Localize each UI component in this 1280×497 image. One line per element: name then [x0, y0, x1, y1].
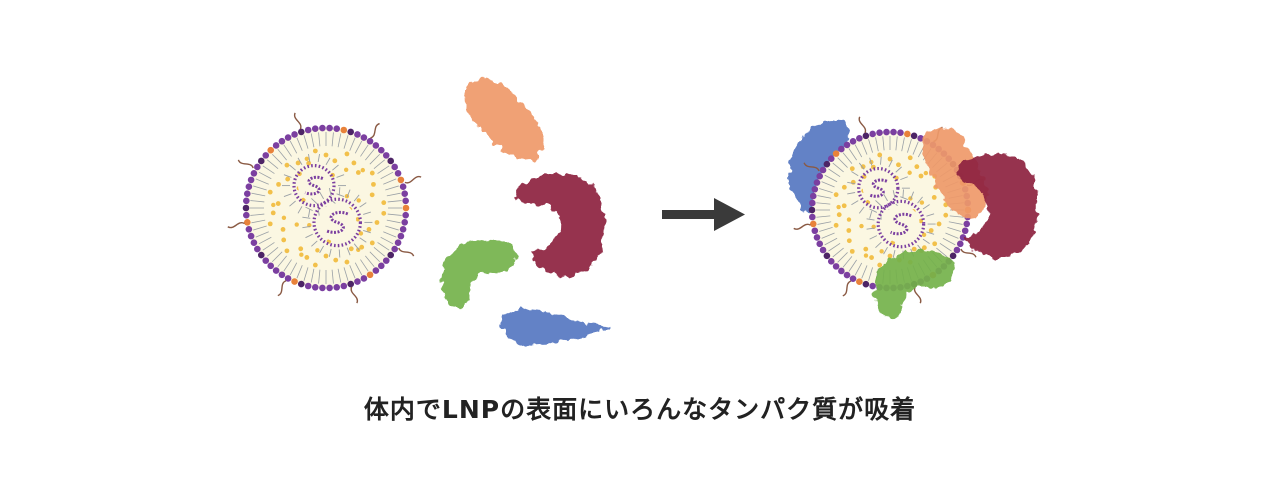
peg-chain: [350, 286, 359, 304]
inner-vesicle-icon: [882, 205, 920, 243]
peg-chain: [227, 222, 245, 229]
blue-protein-adsorbed-icon: [789, 119, 849, 214]
peg-chain: [404, 175, 422, 184]
peg-chain: [398, 247, 415, 257]
orange-protein-icon: [464, 79, 545, 161]
peg-chain: [293, 112, 302, 130]
blue-protein-icon: [499, 309, 610, 346]
lnp-particle-icon: [227, 112, 422, 304]
peg-chain: [913, 286, 922, 304]
inner-vesicle-icon: [318, 203, 357, 242]
peg-chain: [793, 223, 811, 230]
lnp-with-protein-corona: [789, 116, 1039, 319]
free-proteins: [441, 79, 610, 346]
mrna-strand-icon: [890, 212, 912, 236]
diagram-caption: 体内でLNPの表面にいろんなタンパク質が吸着: [363, 395, 917, 424]
crimson-protein-icon: [512, 173, 605, 276]
mrna-strand-icon: [304, 175, 324, 196]
peg-chain: [277, 280, 287, 297]
peg-chain: [842, 280, 852, 297]
orange-protein-adsorbed-icon: [920, 127, 988, 219]
peg-chain: [803, 162, 820, 172]
crimson-protein-adsorbed-icon: [956, 153, 1039, 258]
peg-chain: [237, 159, 254, 169]
green-protein-adsorbed-icon: [874, 250, 955, 319]
mrna-strand-icon: [869, 178, 888, 198]
green-protein-icon: [441, 239, 517, 308]
arrow-right-icon: [662, 198, 745, 231]
peg-chain: [370, 122, 380, 139]
peg-chain: [858, 116, 867, 134]
peg-chain: [960, 248, 977, 258]
